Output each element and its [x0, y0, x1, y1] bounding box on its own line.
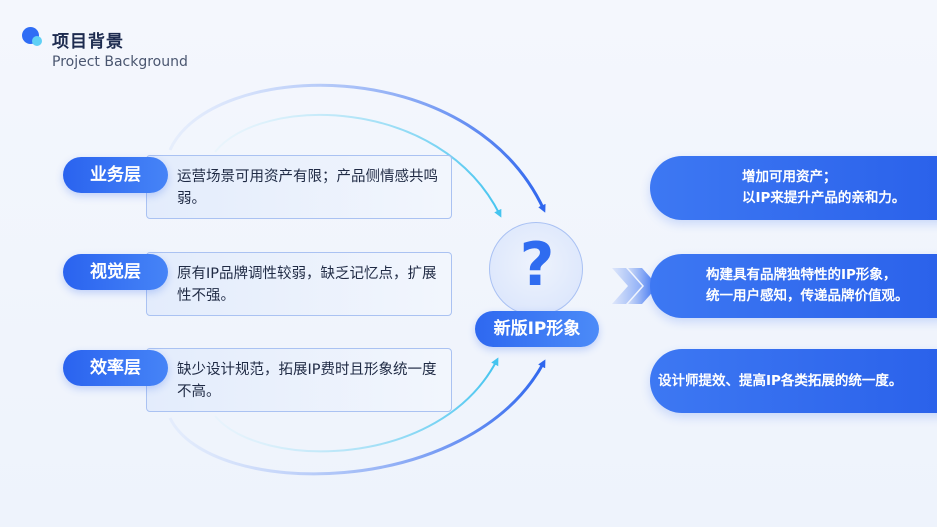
layer-desc-box: [146, 252, 452, 316]
result-card: 构建具有品牌独特性的IP形象， 统一用户感知，传递品牌价值观。: [650, 254, 937, 318]
result-line: 增加可用资产；: [742, 169, 837, 185]
layer-business: 运营场景可用资产有限；产品侧情感共鸣弱。 业务层: [63, 155, 453, 221]
center-label: 新版IP形象: [475, 311, 599, 347]
layer-label: 业务层: [63, 157, 168, 193]
cyan-dot-icon: [32, 36, 42, 46]
page-subtitle: Project Background: [52, 54, 188, 70]
result-text: 增加可用资产； 以IP来提升产品的亲和力。: [742, 156, 905, 220]
result-card: 增加可用资产； 以IP来提升产品的亲和力。: [650, 156, 937, 220]
layer-efficiency: 缺少设计规范，拓展IP费时且形象统一度不高。 效率层: [63, 348, 453, 414]
layer-label: 视觉层: [63, 254, 168, 290]
outer-top-arc: [168, 83, 546, 213]
inner-top-arc: [214, 113, 502, 218]
result-line: 统一用户感知，传递品牌价值观。: [706, 288, 909, 304]
result-line: 构建具有品牌独特性的IP形象，: [706, 267, 897, 283]
question-circle: ?: [489, 222, 583, 316]
layer-desc-text: 缺少设计规范，拓展IP费时且形象统一度不高。: [177, 362, 437, 400]
result-line: 以IP来提升产品的亲和力。: [742, 190, 906, 206]
inner-bottom-arc: [214, 357, 499, 453]
result-text: 设计师提效、提高IP各类拓展的统一度。: [658, 349, 902, 413]
result-card: 设计师提效、提高IP各类拓展的统一度。: [650, 349, 937, 413]
result-text: 构建具有品牌独特性的IP形象， 统一用户感知，传递品牌价值观。: [706, 254, 909, 318]
header-dots-icon: [22, 27, 46, 49]
layer-desc-text: 运营场景可用资产有限；产品侧情感共鸣弱。: [177, 169, 438, 207]
layer-label: 效率层: [63, 350, 168, 386]
layer-desc-box: [146, 155, 452, 219]
result-line: 设计师提效、提高IP各类拓展的统一度。: [658, 372, 903, 389]
outer-bottom-arc: [168, 359, 546, 476]
layer-visual: 原有IP品牌调性较弱，缺乏记忆点，扩展性不强。 视觉层: [63, 252, 453, 318]
page-title: 项目背景: [52, 32, 124, 52]
layer-desc-box: [146, 348, 452, 412]
question-mark-icon: ?: [519, 230, 555, 300]
layer-desc-text: 原有IP品牌调性较弱，缺乏记忆点，扩展性不强。: [177, 266, 437, 304]
